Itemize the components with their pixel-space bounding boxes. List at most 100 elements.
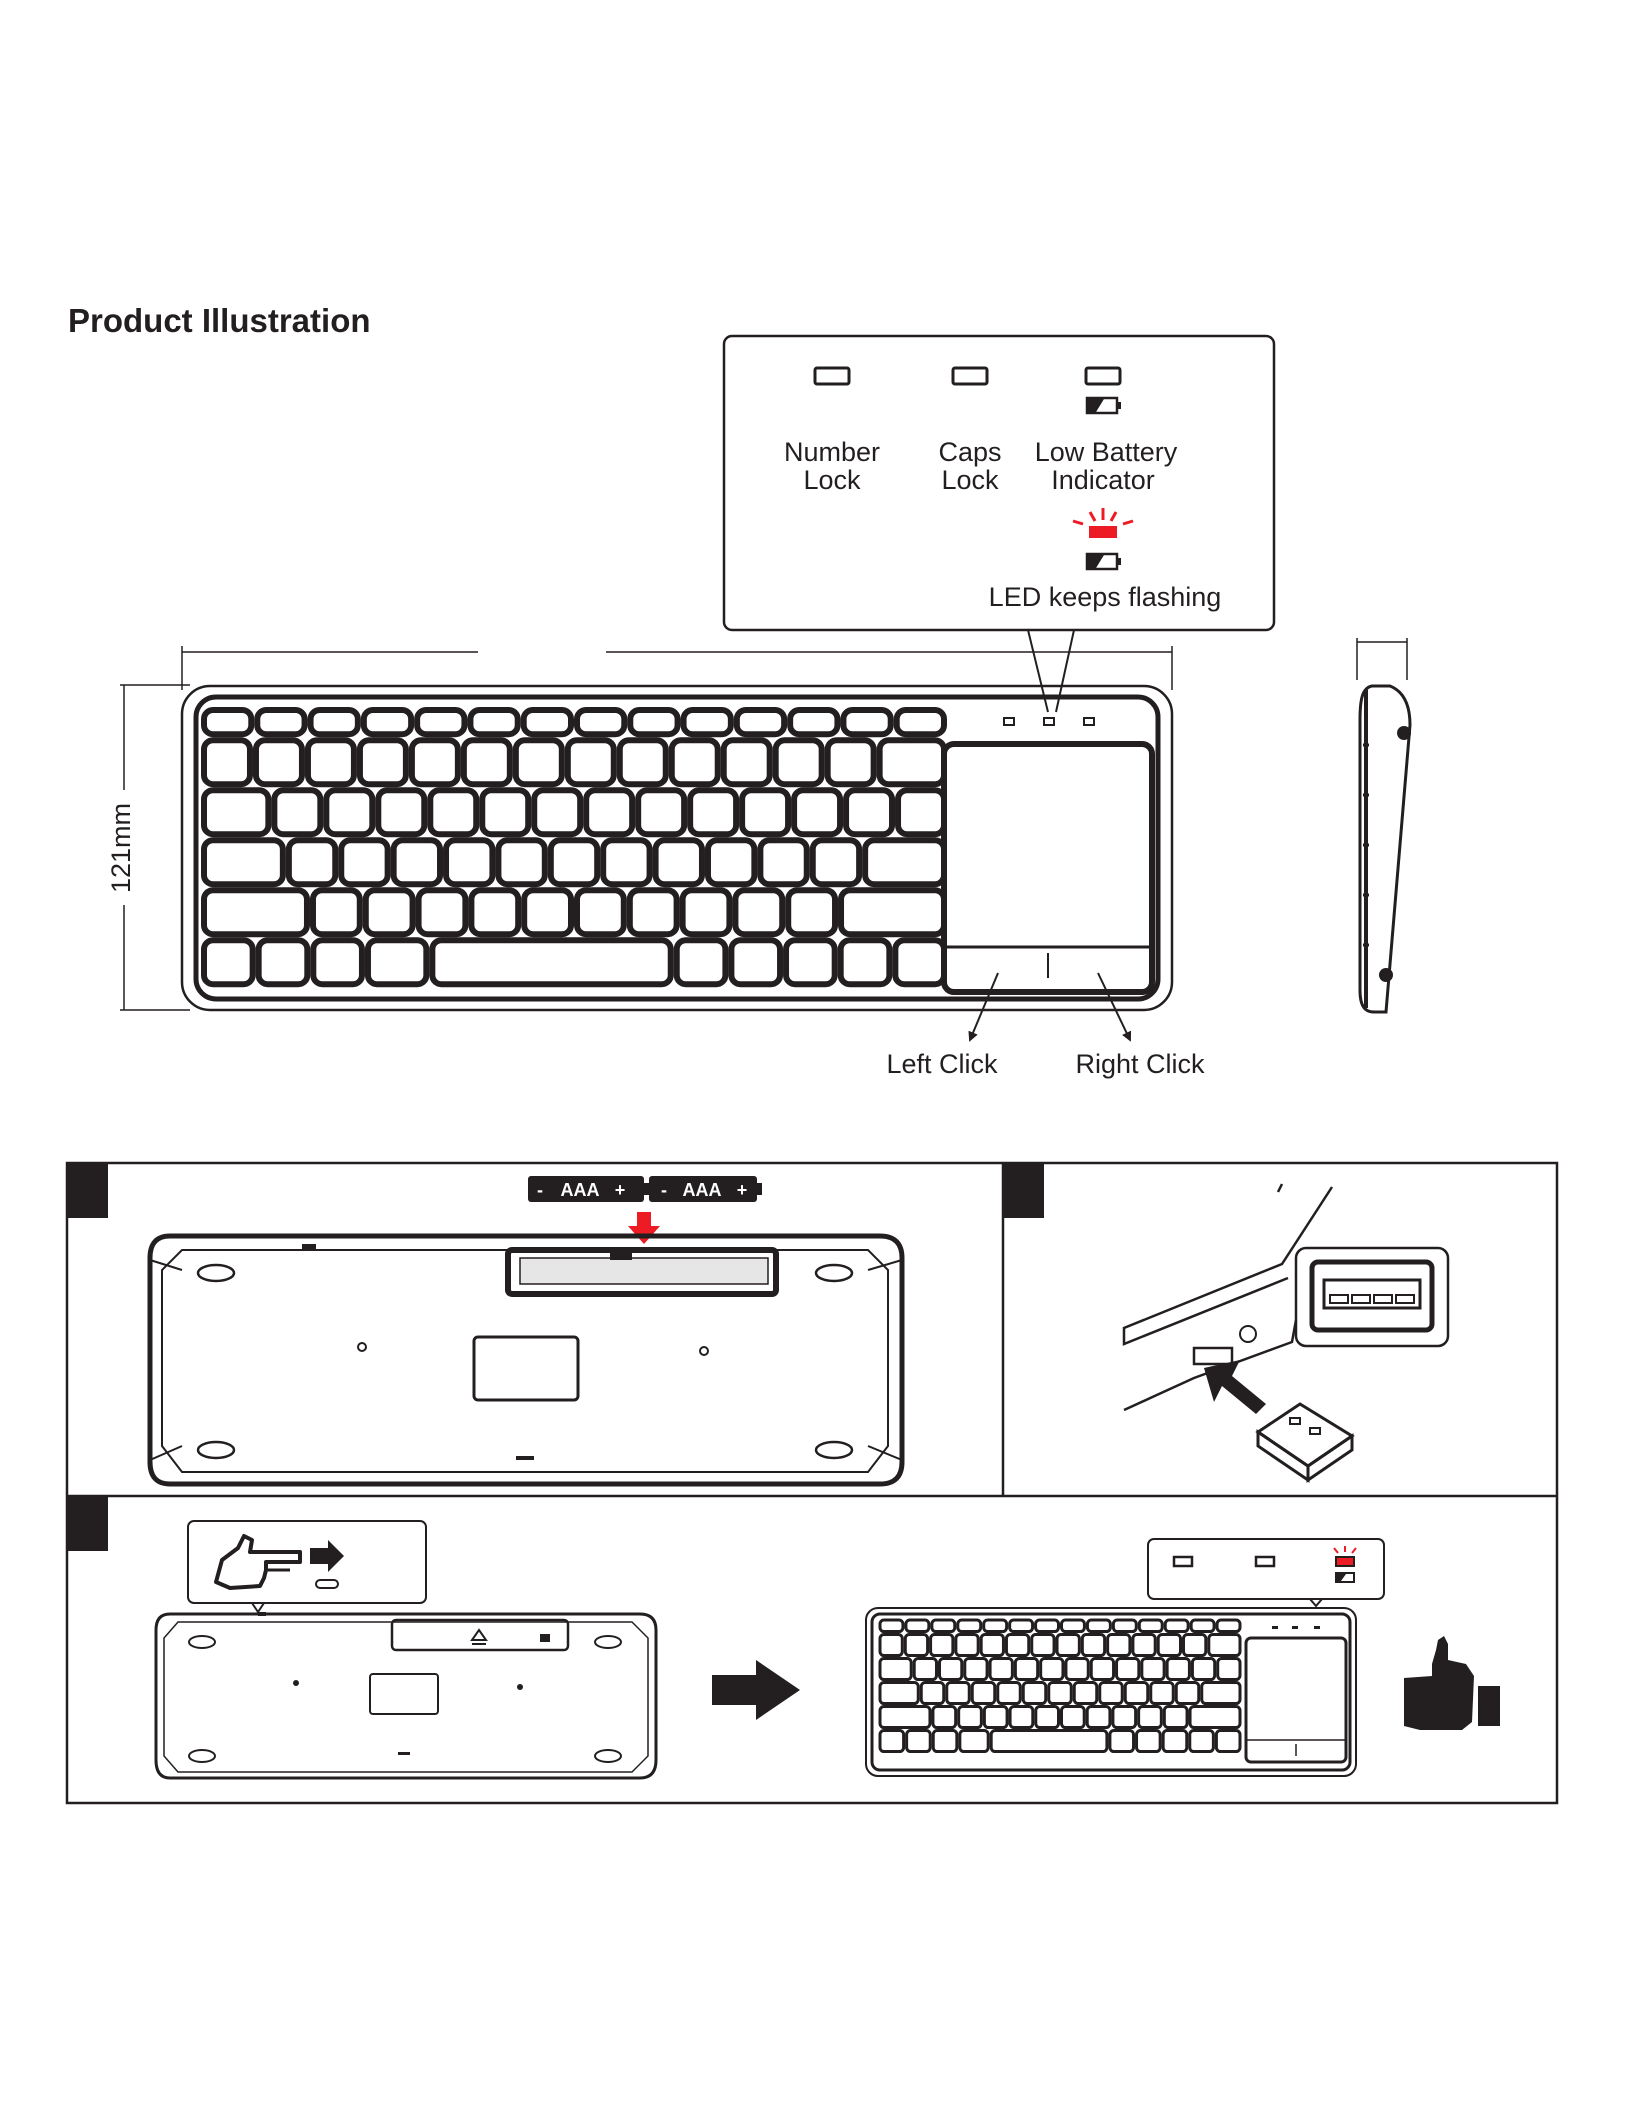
small-key-r2-k8 bbox=[1057, 1635, 1079, 1656]
main-key-r5-k12 bbox=[841, 890, 944, 934]
main-key-r3-k9 bbox=[638, 790, 684, 834]
main-key-r4-k13 bbox=[865, 840, 944, 884]
small-key-r1-k9 bbox=[1087, 1620, 1110, 1632]
touchpad bbox=[944, 744, 1152, 992]
main-key-r1-k10 bbox=[684, 710, 731, 734]
small-key-r5-k5 bbox=[1010, 1707, 1033, 1728]
battery-2-minus: - bbox=[661, 1180, 667, 1200]
main-key-r5-k11 bbox=[788, 890, 835, 934]
main-key-r2-k4 bbox=[360, 740, 406, 784]
battery-2-label: AAA bbox=[683, 1180, 722, 1200]
main-key-r5-k3 bbox=[366, 890, 413, 934]
led-number-lock bbox=[1004, 718, 1014, 725]
small-key-r6-k2 bbox=[907, 1731, 931, 1752]
small-key-r3-k14 bbox=[1218, 1659, 1240, 1680]
pointing-hand-icon bbox=[216, 1536, 300, 1588]
small-key-r3-k1 bbox=[880, 1659, 911, 1680]
small-key-r1-k10 bbox=[1113, 1620, 1136, 1632]
small-key-r5-k4 bbox=[984, 1707, 1007, 1728]
small-key-r5-k3 bbox=[959, 1707, 982, 1728]
small-key-r1-k4 bbox=[958, 1620, 981, 1632]
main-key-r1-k14 bbox=[897, 710, 944, 734]
step-1-marker bbox=[67, 1163, 108, 1218]
small-key-r2-k10 bbox=[1108, 1635, 1130, 1656]
low-battery-led-icon bbox=[1086, 368, 1120, 384]
indicator-callout-panel: Number Lock Caps Lock Low Battery Indica… bbox=[724, 336, 1274, 712]
led-flash-icon bbox=[1073, 508, 1133, 538]
main-key-r3-k8 bbox=[586, 790, 632, 834]
usb-receiver-icon bbox=[1258, 1404, 1352, 1480]
small-key-r3-k13 bbox=[1192, 1659, 1214, 1680]
step-3-marker bbox=[67, 1496, 108, 1551]
small-key-r3-k7 bbox=[1041, 1659, 1063, 1680]
main-key-r6-k10 bbox=[895, 940, 944, 984]
main-key-r4-k1 bbox=[204, 840, 283, 884]
main-key-r5-k1 bbox=[204, 890, 307, 934]
small-key-r1-k8 bbox=[1062, 1620, 1085, 1632]
small-key-r3-k10 bbox=[1117, 1659, 1139, 1680]
thumbs-up-icon bbox=[1404, 1636, 1500, 1730]
main-key-r4-k10 bbox=[708, 840, 754, 884]
small-key-r4-k9 bbox=[1100, 1683, 1123, 1704]
main-key-r1-k13 bbox=[843, 710, 890, 734]
main-key-r3-k6 bbox=[482, 790, 528, 834]
small-key-r1-k14 bbox=[1217, 1620, 1240, 1632]
main-key-r1-k3 bbox=[311, 710, 358, 734]
low-battery-label-1: Low Battery bbox=[1035, 437, 1178, 467]
main-key-r3-k11 bbox=[742, 790, 788, 834]
small-key-r4-k4 bbox=[972, 1683, 995, 1704]
main-key-r3-k4 bbox=[378, 790, 424, 834]
low-battery-label-2: Indicator bbox=[1051, 465, 1155, 495]
small-key-r6-k1 bbox=[880, 1731, 904, 1752]
main-key-r4-k9 bbox=[656, 840, 702, 884]
small-key-r5-k7 bbox=[1062, 1707, 1085, 1728]
caps-lock-label-2: Lock bbox=[941, 465, 999, 495]
main-key-r3-k10 bbox=[690, 790, 736, 834]
battery-2-plus: + bbox=[737, 1180, 748, 1200]
small-key-r2-k11 bbox=[1133, 1635, 1155, 1656]
arrow-next-icon bbox=[712, 1660, 800, 1720]
battery-1-plus: + bbox=[615, 1180, 626, 1200]
main-key-r1-k1 bbox=[204, 710, 251, 734]
small-key-r1-k12 bbox=[1165, 1620, 1188, 1632]
led-low-battery bbox=[1084, 718, 1094, 725]
arrow-insert-icon bbox=[1204, 1360, 1266, 1414]
small-key-r3-k12 bbox=[1167, 1659, 1189, 1680]
small-key-r4-k2 bbox=[921, 1683, 944, 1704]
small-key-r2-k6 bbox=[1006, 1635, 1028, 1656]
main-key-r6-k8 bbox=[786, 940, 835, 984]
small-key-r6-k8 bbox=[1163, 1731, 1187, 1752]
main-key-r2-k7 bbox=[516, 740, 562, 784]
main-key-r3-k14 bbox=[898, 790, 944, 834]
small-key-r1-k5 bbox=[984, 1620, 1007, 1632]
small-key-r3-k11 bbox=[1142, 1659, 1164, 1680]
main-key-r1-k7 bbox=[524, 710, 571, 734]
small-key-r2-k2 bbox=[905, 1635, 927, 1656]
main-key-r4-k5 bbox=[446, 840, 492, 884]
battery-low-icon bbox=[1087, 398, 1121, 413]
small-key-r2-k13 bbox=[1184, 1635, 1206, 1656]
caps-lock-led-icon bbox=[953, 368, 987, 384]
height-dimension-label: 121mm bbox=[106, 803, 136, 893]
keyboard-side-view bbox=[1357, 638, 1411, 1012]
main-key-r5-k9 bbox=[683, 890, 730, 934]
small-key-r6-k5 bbox=[991, 1731, 1107, 1752]
main-key-r2-k11 bbox=[724, 740, 770, 784]
main-key-r6-k3 bbox=[313, 940, 362, 984]
main-key-r3-k5 bbox=[430, 790, 476, 834]
small-key-r5-k9 bbox=[1113, 1707, 1136, 1728]
main-key-r3-k1 bbox=[204, 790, 268, 834]
main-key-r3-k2 bbox=[274, 790, 320, 834]
main-key-r5-k5 bbox=[471, 890, 518, 934]
main-key-r1-k5 bbox=[417, 710, 464, 734]
small-key-r5-k1 bbox=[880, 1707, 930, 1728]
main-key-r2-k8 bbox=[568, 740, 614, 784]
small-key-r2-k1 bbox=[880, 1635, 902, 1656]
small-key-r1-k11 bbox=[1139, 1620, 1162, 1632]
main-key-r1-k9 bbox=[630, 710, 677, 734]
main-key-r1-k4 bbox=[364, 710, 411, 734]
small-key-r2-k14 bbox=[1209, 1635, 1240, 1656]
small-key-r6-k6 bbox=[1110, 1731, 1134, 1752]
keyboard-top-view-small bbox=[866, 1608, 1356, 1776]
small-key-r2-k9 bbox=[1082, 1635, 1104, 1656]
